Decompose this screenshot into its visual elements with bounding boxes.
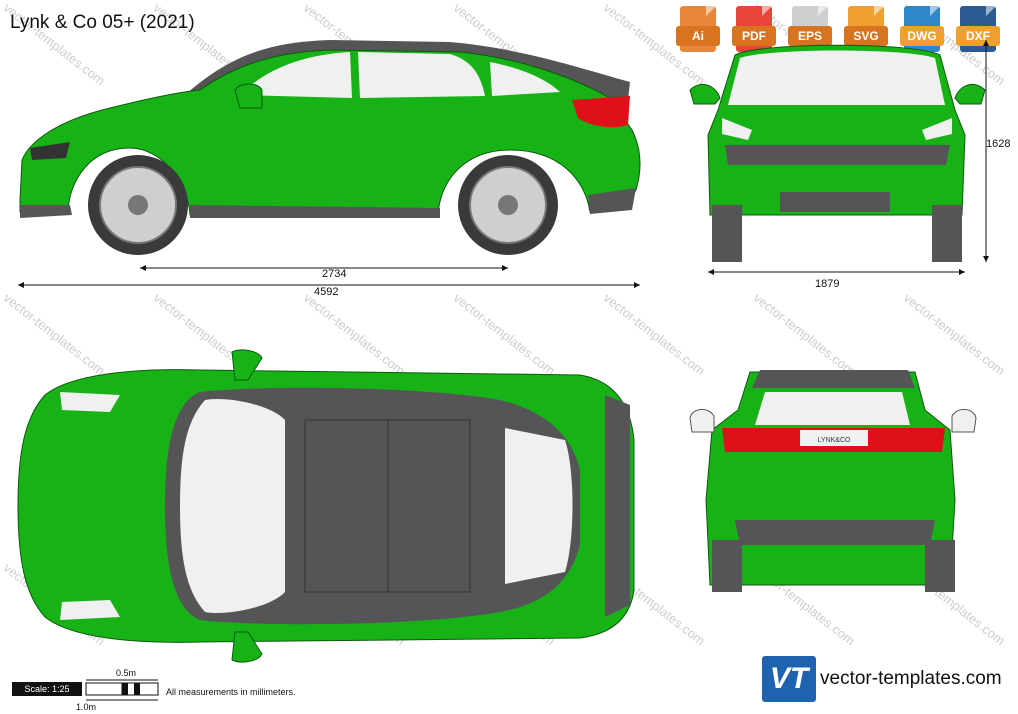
- fold-icon: [762, 6, 772, 16]
- top-headlight-left: [60, 392, 120, 412]
- side-wheel-rear: [458, 155, 558, 255]
- front-view: [689, 40, 989, 275]
- top-headlight-right: [60, 600, 120, 620]
- front-mirror-right: [954, 83, 986, 105]
- fold-icon: [986, 6, 996, 16]
- rear-tire-left: [712, 540, 742, 592]
- format-badges: Ai PDF EPS SVG DWG DXF: [676, 6, 1016, 52]
- side-tail-light: [572, 96, 630, 128]
- format-label: DWG: [900, 26, 944, 46]
- format-label: PDF: [732, 26, 776, 46]
- length-label: 4592: [314, 286, 339, 298]
- rear-mirror-left: [689, 409, 715, 433]
- format-badge-svg[interactable]: SVG: [844, 6, 888, 52]
- front-windshield: [728, 50, 945, 105]
- rear-badge-plate: [800, 430, 868, 446]
- top-spoiler: [605, 395, 630, 617]
- side-wheel-front: [88, 155, 188, 255]
- rear-window: [755, 392, 910, 425]
- measurement-note: All measurements in millimeters.: [166, 687, 296, 697]
- front-lower-intake: [780, 192, 890, 212]
- wheelbase-label: 2734: [322, 268, 347, 280]
- front-tire-right: [932, 205, 962, 262]
- side-window-rear: [358, 52, 485, 98]
- rear-diffuser: [735, 520, 935, 545]
- scale-label: Scale: 1:25: [12, 682, 82, 696]
- rear-view: LYNK&CO: [689, 370, 977, 592]
- format-label: DXF: [956, 26, 1000, 46]
- front-headlight-left: [722, 118, 752, 140]
- side-view: [18, 40, 641, 288]
- rear-tire-right: [925, 540, 955, 592]
- fold-icon: [930, 6, 940, 16]
- format-badge-ai[interactable]: Ai: [676, 6, 720, 52]
- format-badge-dxf[interactable]: DXF: [956, 6, 1000, 52]
- height-label: 1628: [986, 138, 1011, 150]
- front-mirror-left: [689, 83, 721, 105]
- rear-badge-text: LYNK&CO: [818, 437, 851, 444]
- top-windshield: [180, 398, 285, 614]
- top-mirror-left: [231, 349, 263, 381]
- rear-spoiler: [752, 370, 915, 388]
- page-title: Lynk & Co 05+ (2021): [10, 12, 195, 33]
- side-window-front: [240, 52, 352, 98]
- fold-icon: [818, 6, 828, 16]
- vt-logo[interactable]: VT: [762, 656, 816, 702]
- side-headlight: [30, 142, 70, 160]
- top-rear-window: [505, 428, 573, 584]
- side-window-quarter: [490, 62, 560, 96]
- format-badge-pdf[interactable]: PDF: [732, 6, 776, 52]
- front-grille: [725, 145, 950, 165]
- site-link[interactable]: vector-templates.com: [820, 668, 1002, 689]
- top-view: [17, 349, 635, 663]
- width-label: 1879: [815, 278, 840, 290]
- format-badge-dwg[interactable]: DWG: [900, 6, 944, 52]
- top-mirror-right: [231, 631, 263, 663]
- scale-full-label: 1.0m: [76, 702, 97, 712]
- scale-bar: [85, 679, 159, 701]
- side-sill: [190, 205, 440, 218]
- front-headlight-right: [922, 118, 952, 140]
- format-label: SVG: [844, 26, 888, 46]
- format-label: Ai: [676, 26, 720, 46]
- format-badge-eps[interactable]: EPS: [788, 6, 832, 52]
- format-label: EPS: [788, 26, 832, 46]
- fold-icon: [874, 6, 884, 16]
- rear-mirror-right: [951, 409, 977, 433]
- fold-icon: [706, 6, 716, 16]
- side-mirror: [234, 83, 263, 109]
- front-tire-left: [712, 205, 742, 262]
- scale-half-label: 0.5m: [116, 668, 137, 678]
